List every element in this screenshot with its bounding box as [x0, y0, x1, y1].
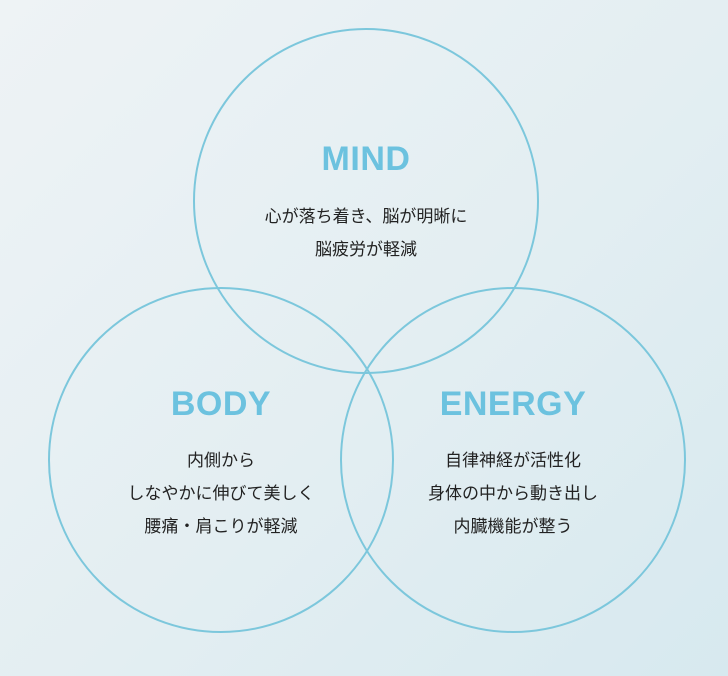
energy-line: 内臓機能が整う [453, 517, 573, 537]
body-line: 内側から [187, 451, 255, 471]
energy-description: 自律神経が活性化 身体の中から動き出し 内臓機能が整う [353, 445, 673, 544]
body-title: BODY [170, 385, 272, 423]
body-line: しなやかに伸びて美しく [127, 484, 315, 504]
body-line: 腰痛・肩こりが軽減 [144, 517, 298, 537]
mind-circle [193, 28, 539, 374]
energy-line: 身体の中から動き出し [428, 484, 598, 504]
energy-title: ENERGY [439, 385, 587, 423]
mind-title: MIND [321, 140, 411, 178]
energy-circle [340, 287, 686, 633]
mind-description: 心が落ち着き、脳が明晰に 脳疲労が軽減 [206, 201, 526, 267]
body-circle [48, 287, 394, 633]
body-description: 内側から しなやかに伸びて美しく 腰痛・肩こりが軽減 [61, 445, 381, 544]
mind-line: 心が落ち着き、脳が明晰に [264, 207, 468, 227]
energy-line: 自律神経が活性化 [445, 451, 581, 471]
mind-line: 脳疲労が軽減 [315, 240, 417, 260]
